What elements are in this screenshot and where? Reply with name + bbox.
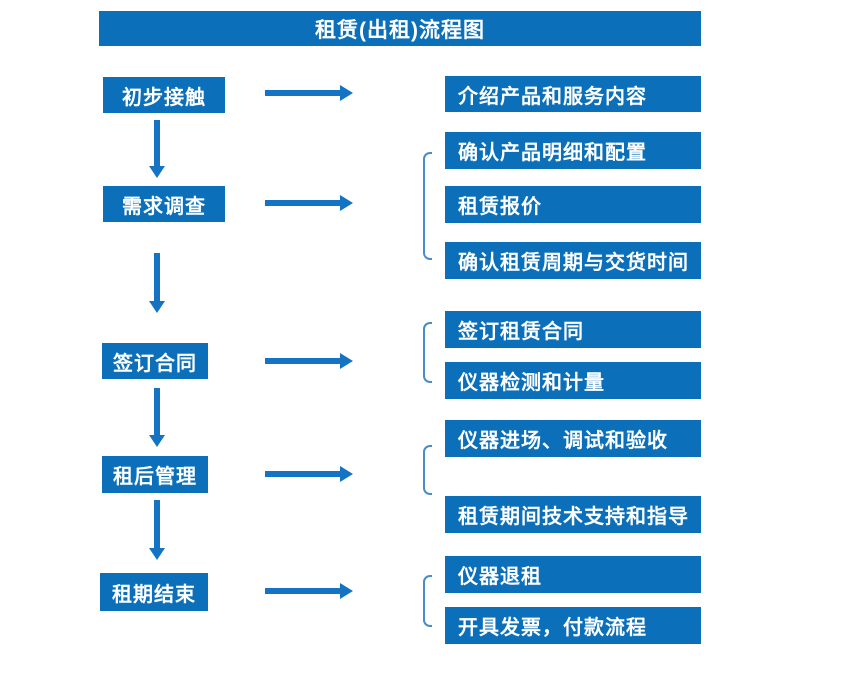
step-box-rental-end: 租期结束 <box>100 573 208 611</box>
arrow-shaft <box>154 253 160 303</box>
arrow-head <box>340 466 353 482</box>
arrow-head <box>149 548 165 560</box>
arrow-down-icon-2 <box>149 253 165 313</box>
arrow-shaft <box>154 500 160 550</box>
arrow-shaft <box>265 588 342 594</box>
page-title: 租赁(出租)流程图 <box>315 18 485 42</box>
arrow-head <box>149 435 165 447</box>
bracket-group-2 <box>423 152 432 260</box>
arrow-head <box>340 583 353 599</box>
detail-box-confirm-period-delivery: 确认租赁周期与交货时间 <box>445 242 701 279</box>
detail-box-instrument-testing: 仪器检测和计量 <box>445 362 701 399</box>
detail-box-introduce-products: 介绍产品和服务内容 <box>445 76 701 112</box>
bracket-group-4 <box>423 445 432 495</box>
detail-box-instrument-return: 仪器退租 <box>445 556 701 593</box>
bracket-group-3 <box>423 322 432 383</box>
step-box-initial-contact: 初步接触 <box>103 77 225 113</box>
arrow-right-icon-1 <box>265 85 353 101</box>
arrow-right-icon-3 <box>265 353 353 369</box>
detail-box-rental-quote: 租赁报价 <box>445 186 701 223</box>
arrow-shaft <box>265 90 342 96</box>
arrow-head <box>149 301 165 313</box>
detail-box-tech-support: 租赁期间技术支持和指导 <box>445 496 701 533</box>
arrow-down-icon-4 <box>149 500 165 560</box>
arrow-right-icon-4 <box>265 466 353 482</box>
step-box-demand-survey: 需求调查 <box>103 186 225 222</box>
arrow-right-icon-5 <box>265 583 353 599</box>
title-bar: 租赁(出租)流程图 <box>99 11 701 46</box>
arrow-head <box>149 166 165 178</box>
arrow-shaft <box>154 388 160 437</box>
arrow-head <box>340 85 353 101</box>
arrow-head <box>340 353 353 369</box>
detail-box-invoice-payment: 开具发票，付款流程 <box>445 607 701 644</box>
arrow-shaft <box>265 200 342 206</box>
arrow-right-icon-2 <box>265 195 353 211</box>
arrow-down-icon-3 <box>149 388 165 447</box>
step-box-post-rental-management: 租后管理 <box>102 456 208 493</box>
arrow-down-icon-1 <box>149 120 165 178</box>
bracket-group-5 <box>423 575 432 627</box>
detail-box-confirm-product-config: 确认产品明细和配置 <box>445 132 701 169</box>
arrow-shaft <box>265 358 342 364</box>
arrow-shaft <box>265 471 342 477</box>
detail-box-sign-rental-contract: 签订租赁合同 <box>445 311 701 348</box>
arrow-head <box>340 195 353 211</box>
arrow-shaft <box>154 120 160 168</box>
detail-box-instrument-setup-acceptance: 仪器进场、调试和验收 <box>445 420 701 457</box>
step-box-sign-contract: 签订合同 <box>102 343 208 379</box>
